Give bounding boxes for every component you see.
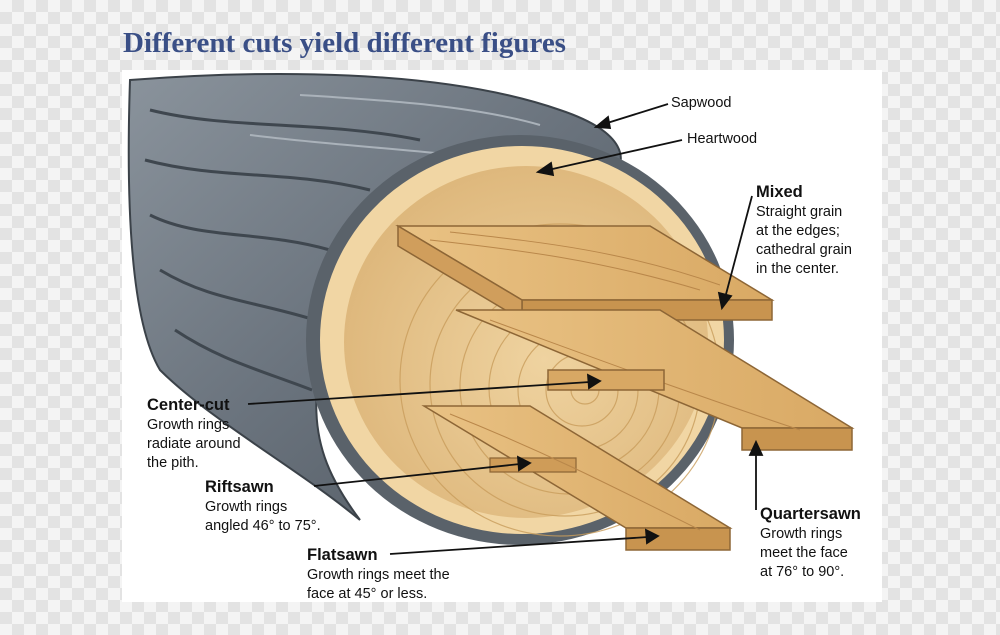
heartwood-arrowhead: [535, 161, 555, 177]
center-cut-line-2: radiate around: [147, 436, 241, 452]
quartersawn-line-3: at 76° to 90°.: [760, 564, 845, 580]
riftsawn-label: Riftsawn Growth rings angled 46° to 75°.: [205, 477, 321, 536]
quartersawn-arrowhead: [748, 439, 764, 456]
mixed-line-3: cathedral grain: [756, 242, 852, 258]
mixed-line-2: at the edges;: [756, 223, 840, 239]
diagram-title: Different cuts yield different figures: [123, 27, 566, 59]
mixed-arrow: [724, 195, 753, 299]
center-cut-arrow: [247, 381, 591, 405]
mixed-heading: Mixed: [756, 183, 803, 201]
center-cut-line-3: the pith.: [147, 455, 199, 471]
quartersawn-line-1: Growth rings: [760, 526, 843, 542]
quartersawn-heading: Quartersawn: [760, 505, 861, 523]
center-cut-board: [547, 369, 665, 391]
flatsawn-arrowhead: [644, 528, 660, 545]
center-cut-line-1: Growth rings: [147, 417, 230, 433]
heartwood-arrow: [547, 139, 683, 171]
riftsawn-heading: Riftsawn: [205, 478, 274, 496]
riftsawn-arrow: [313, 463, 521, 487]
flatsawn-line-1: Growth rings meet the: [307, 567, 450, 583]
mixed-line-1: Straight grain: [756, 204, 843, 220]
mixed-label: Mixed Straight grain at the edges; cathe…: [756, 182, 852, 279]
quartersawn-line-2: meet the face: [760, 545, 848, 561]
sapwood-arrow: [603, 103, 669, 125]
mixed-arrowhead: [717, 291, 733, 311]
pointer-arrows: [247, 103, 764, 555]
flatsawn-heading: Flatsawn: [307, 546, 378, 564]
flatsawn-arrow: [389, 536, 649, 555]
riftsawn-line-1: Growth rings: [205, 499, 288, 515]
quartersawn-label: Quartersawn Growth rings meet the face a…: [760, 504, 861, 582]
riftsawn-arrowhead: [516, 455, 532, 472]
heartwood-label: Heartwood: [687, 131, 758, 147]
sapwood-label: Sapwood: [671, 95, 732, 111]
mixed-line-4: in the center.: [756, 261, 840, 277]
riftsawn-line-2: angled 46° to 75°.: [205, 518, 321, 534]
sapwood-arrowhead: [593, 115, 612, 129]
center-cut-heading: Center-cut: [147, 396, 230, 414]
mixed-board: [395, 224, 775, 322]
center-cut-label: Center-cut Growth rings radiate around t…: [147, 395, 241, 473]
flatsawn-line-2: face at 45° or less.: [307, 586, 428, 602]
center-cut-arrowhead: [586, 373, 602, 390]
quartersawn-board: [455, 309, 855, 451]
flatsawn-label: Flatsawn Growth rings meet the face at 4…: [307, 545, 450, 604]
